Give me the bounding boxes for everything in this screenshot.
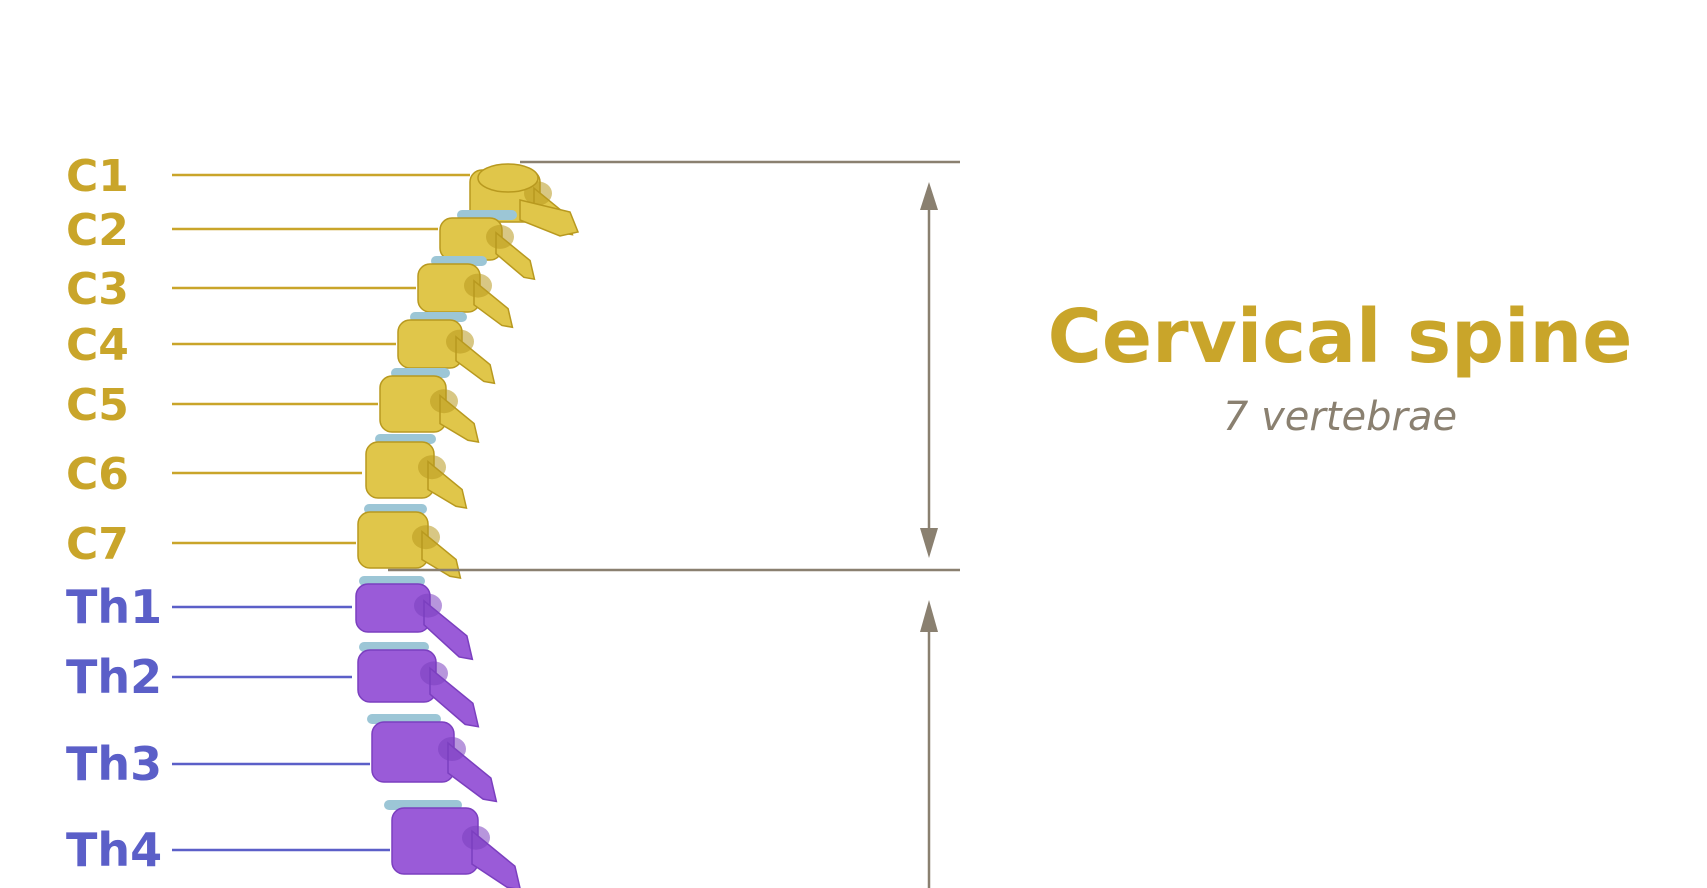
vertebra-label-c5: C5: [66, 380, 129, 431]
atlas-cap: [477, 163, 539, 193]
pedicle-c2: [486, 224, 514, 249]
pedicle-c3: [464, 273, 492, 298]
pedicle-th4: [462, 825, 490, 850]
region-subtitle: 7 vertebrae: [1223, 394, 1457, 440]
pedicle-th1: [414, 593, 442, 618]
pedicle-c4: [446, 329, 474, 354]
vertebra-label-c2: C2: [66, 205, 129, 256]
vertebra-label-th4: Th4: [66, 823, 162, 877]
vertebra-label-th3: Th3: [66, 737, 162, 791]
bracket-arrow-up: [920, 182, 938, 210]
vertebra-label-c7: C7: [66, 519, 129, 570]
vertebra-label-c4: C4: [66, 320, 129, 371]
cervical-bracket: [388, 160, 960, 572]
axis-process: [519, 199, 580, 237]
thoracic-bracket: [920, 600, 938, 888]
region-title: Cervical spine: [1048, 294, 1633, 380]
vertebra-label-th2: Th2: [66, 650, 162, 704]
pedicle-c5: [430, 389, 458, 414]
pedicle-c7: [412, 525, 440, 550]
vertebra-label-c1: C1: [66, 151, 129, 202]
bracket-arrow-down: [920, 528, 938, 558]
pedicle-th2: [420, 661, 448, 686]
spine-illustration: [355, 163, 580, 888]
vertebra-label-c6: C6: [66, 449, 129, 500]
vertebra-label-c3: C3: [66, 264, 129, 315]
spinous-process-th1: [423, 599, 474, 661]
pedicle-th3: [438, 737, 466, 761]
pedicle-c6: [418, 455, 446, 480]
thoracic-arrow-up: [920, 600, 938, 632]
vertebra-label-th1: Th1: [66, 580, 162, 634]
